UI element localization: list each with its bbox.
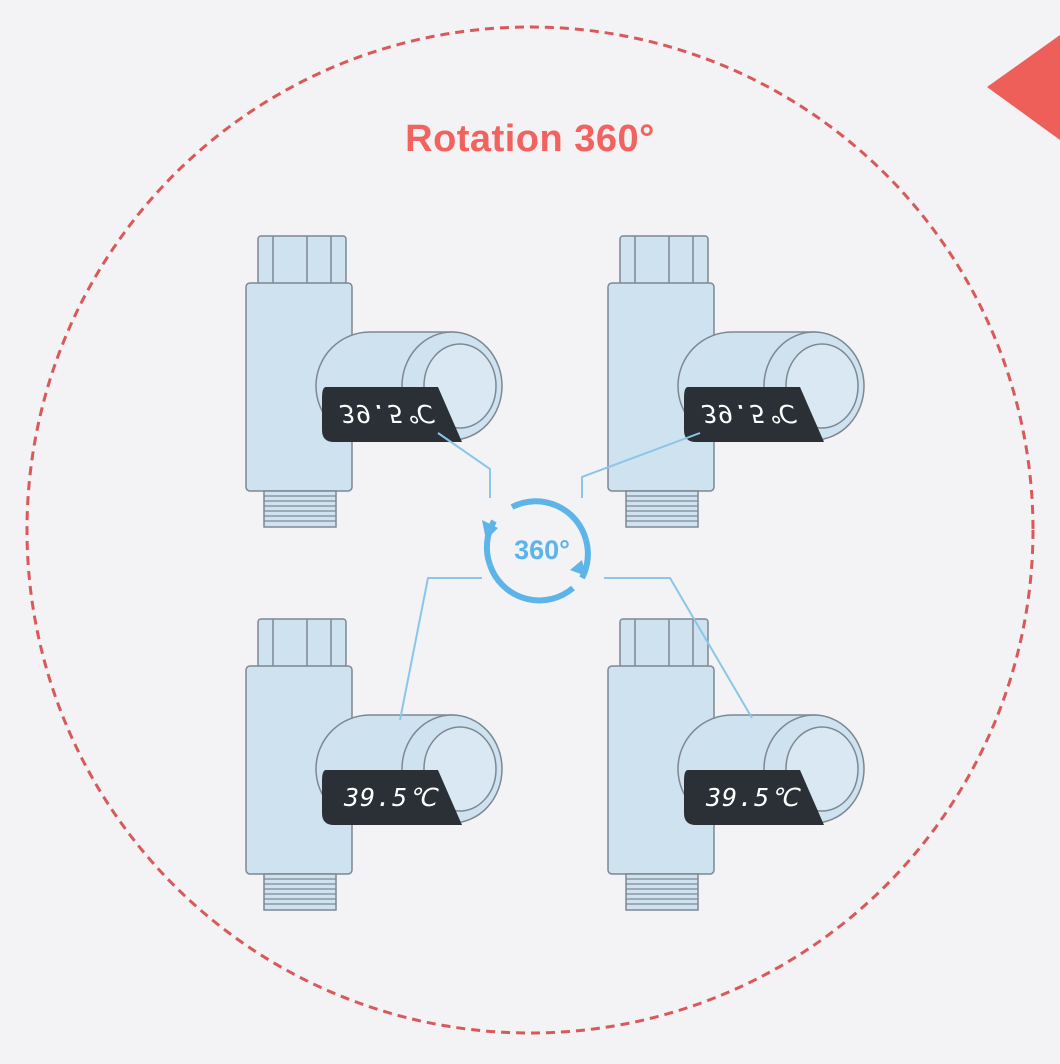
page-title: Rotation 360° — [405, 118, 655, 160]
thermometer-reading-top-left: 39.5℃ — [340, 399, 434, 428]
thermometer-fitting-top-left — [245, 235, 503, 528]
leader-lines — [399, 432, 753, 721]
thermometer-fitting-bottom-left — [245, 618, 503, 911]
thermometer-reading-bottom-left: 39.5℃ — [344, 783, 438, 812]
rotation-360-icon — [482, 498, 591, 604]
thermometer-reading-top-right: 39.5℃ — [702, 399, 796, 428]
thermometer-fitting-bottom-right — [607, 618, 865, 911]
thermometer-reading-bottom-right: 39.5℃ — [706, 783, 800, 812]
red-arrow-icon — [987, 35, 1060, 140]
rotation-badge-label: 360° — [514, 535, 570, 565]
dashed-boundary-circle — [25, 25, 1035, 1035]
thermometer-fitting-top-right — [607, 235, 865, 528]
